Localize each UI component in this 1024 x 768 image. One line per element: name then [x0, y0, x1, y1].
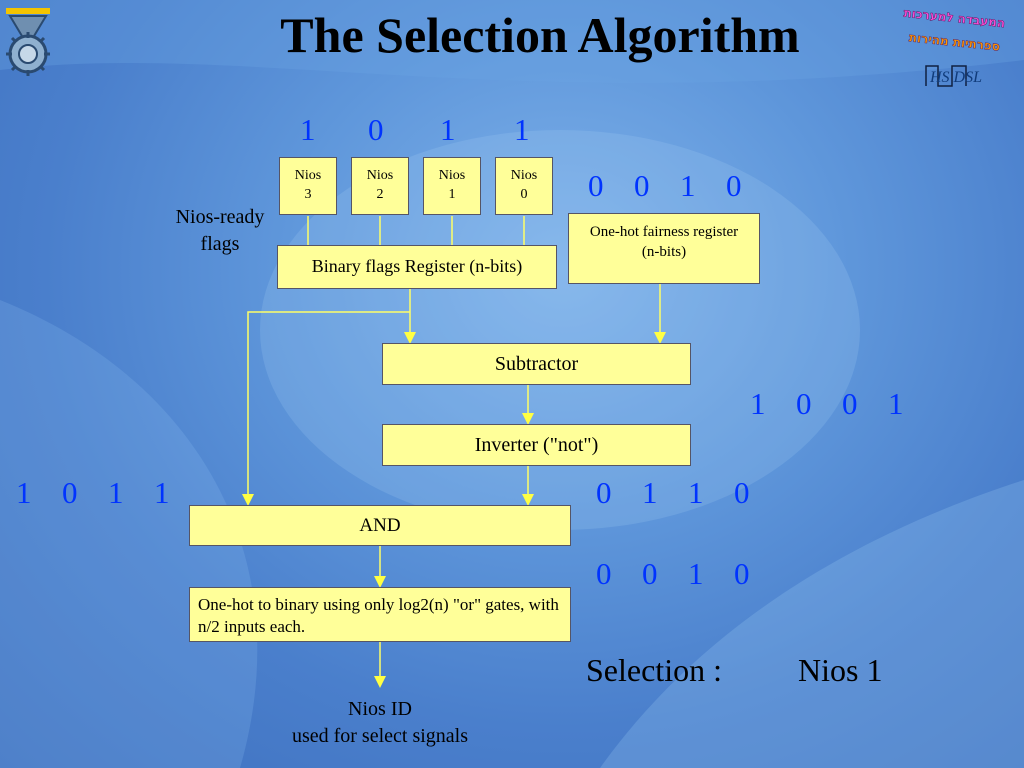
invert-bit-0: 0 — [734, 475, 750, 510]
invert-bits: 0 1 1 0 — [596, 475, 766, 511]
nios-box-3-index: 3 — [304, 187, 312, 202]
inverter-box: Inverter ("not") — [382, 424, 691, 466]
ready-bit-2: 0 — [368, 112, 384, 147]
and-out-bit-2: 0 — [642, 556, 658, 591]
output-label: Nios ID used for select signals — [260, 696, 500, 750]
subtract-bit-0: 1 — [888, 386, 904, 421]
nios-box-0-name: Nios — [510, 168, 538, 183]
ready-bit-3: 1 — [300, 112, 316, 147]
fairness-register: One-hot fairness register (n-bits) — [568, 213, 760, 284]
nios-box-0: Nios 0 — [495, 157, 553, 215]
fairness-bit-2: 0 — [634, 168, 650, 203]
nios-box-2-index: 2 — [376, 187, 384, 202]
subtract-bit-3: 1 — [750, 386, 766, 421]
invert-bit-2: 1 — [642, 475, 658, 510]
wire-register-and — [242, 311, 410, 506]
nios-box-3: Nios 3 — [279, 157, 337, 215]
nios-box-1-name: Nios — [438, 168, 466, 183]
logo-abbrev: HS DSL — [929, 69, 982, 86]
hsdsl-logo: המעבדה למערכות ספרתיות מהירות HS DSL — [896, 4, 1012, 99]
and-out-bit-0: 0 — [734, 556, 750, 591]
output-label-line2: used for select signals — [291, 725, 469, 747]
and-left-bits: 1 0 1 1 — [16, 475, 186, 511]
fairness-bits: 0 0 1 0 — [588, 168, 758, 204]
output-label-line1: Nios ID — [348, 698, 412, 720]
fairness-bit-0: 0 — [726, 168, 742, 203]
nios-box-2-name: Nios — [366, 168, 394, 183]
fairness-register-line1: One-hot fairness register — [589, 224, 739, 240]
and-left-bit-2: 0 — [62, 475, 78, 510]
nios-box-3-name: Nios — [294, 168, 322, 183]
fairness-register-line2: (n-bits) — [641, 244, 687, 260]
nios-ready-label: Nios-ready flags — [160, 204, 280, 258]
nios-box-2: Nios 2 — [351, 157, 409, 215]
and-out-bit-1: 1 — [688, 556, 704, 591]
selection-label: Selection : — [586, 652, 722, 688]
onehot-to-binary-box: One-hot to binary using only log2(n) "or… — [189, 587, 571, 642]
hsdsl-logo-icon: המעבדה למערכות ספרתיות מהירות HS DSL — [903, 5, 1006, 87]
slide-title: The Selection Algorithm — [280, 7, 800, 63]
subtract-bits: 1 0 0 1 — [750, 386, 920, 422]
and-left-bit-0: 1 — [154, 475, 170, 510]
fairness-bit-3: 0 — [588, 168, 604, 203]
subtract-bit-1: 0 — [842, 386, 858, 421]
binary-flags-register: Binary flags Register (n-bits) — [277, 245, 557, 289]
subtract-bit-2: 0 — [796, 386, 812, 421]
nios-box-1: Nios 1 — [423, 157, 481, 215]
and-gate-box: AND — [189, 505, 571, 546]
and-left-bit-1: 1 — [108, 475, 124, 510]
and-out-bits: 0 0 1 0 — [596, 556, 766, 592]
ready-bit-0: 1 — [514, 112, 530, 147]
ready-bit-1: 1 — [440, 112, 456, 147]
ready-bits: 1 0 1 1 — [300, 112, 540, 148]
technion-logo-icon — [6, 8, 50, 76]
fairness-bit-1: 1 — [680, 168, 696, 203]
invert-bit-3: 0 — [596, 475, 612, 510]
invert-bit-1: 1 — [688, 475, 704, 510]
selection-value: Nios 1 — [798, 652, 883, 688]
nios-ready-label-line1: Nios-ready — [175, 206, 265, 228]
and-left-bit-3: 1 — [16, 475, 32, 510]
nios-box-1-index: 1 — [448, 187, 456, 202]
nios-box-0-index: 0 — [520, 187, 528, 202]
and-out-bit-3: 0 — [596, 556, 612, 591]
subtractor-box: Subtractor — [382, 343, 691, 385]
nios-ready-label-line2: flags — [200, 233, 240, 255]
